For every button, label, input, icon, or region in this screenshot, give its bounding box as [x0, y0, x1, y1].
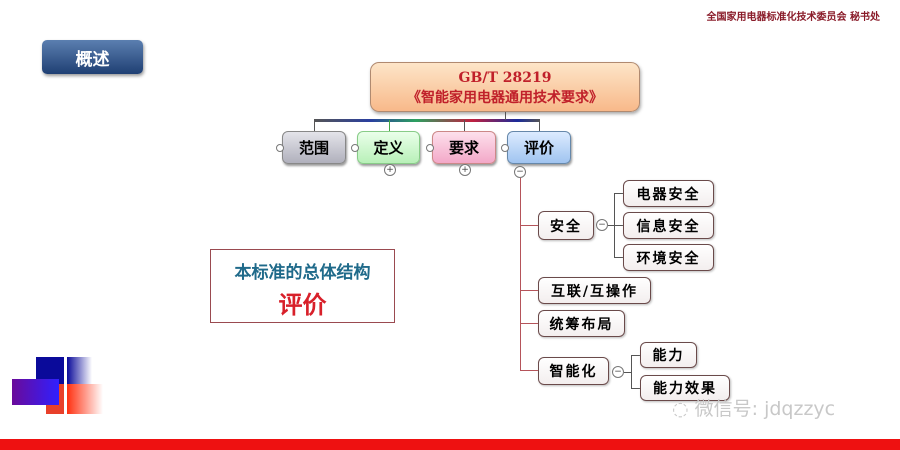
- branch-definition[interactable]: 定义: [357, 131, 420, 164]
- organization-header: 全国家用电器标准化技术委员会 秘书处: [706, 12, 880, 23]
- branch-evaluation[interactable]: 评价: [507, 131, 571, 164]
- connector-dot: [426, 144, 434, 152]
- connector-dot: [501, 144, 509, 152]
- expand-requirements-icon[interactable]: +: [459, 164, 471, 176]
- branch-requirements[interactable]: 要求: [432, 131, 496, 164]
- root-code: GB/T 28219: [458, 70, 552, 86]
- expand-definition-icon[interactable]: +: [384, 164, 396, 176]
- watermark-text: 微信号: jdqzzyc: [694, 398, 836, 420]
- caption-box: 本标准的总体结构 评价: [210, 249, 395, 323]
- collapse-intelligence-icon[interactable]: −: [612, 366, 624, 378]
- connector-bar: [314, 119, 540, 122]
- root-title: 《智能家用电器通用技术要求》: [407, 90, 603, 106]
- footer-bar: [0, 439, 900, 450]
- root-node[interactable]: GB/T 28219 《智能家用电器通用技术要求》: [370, 62, 640, 112]
- collapse-safety-icon[interactable]: −: [596, 219, 608, 231]
- node-interoperability[interactable]: 互联/互操作: [538, 277, 651, 304]
- branch-scope[interactable]: 范围: [282, 131, 346, 164]
- caption-title: 本标准的总体结构: [234, 263, 371, 283]
- section-overview-button[interactable]: 概述: [42, 40, 143, 74]
- connector-dot: [351, 144, 359, 152]
- watermark: ◌ 微信号: jdqzzyc: [672, 394, 835, 421]
- node-capability[interactable]: 能力: [640, 342, 697, 368]
- node-information-safety[interactable]: 信息安全: [623, 212, 714, 239]
- node-intelligence[interactable]: 智能化: [538, 357, 609, 385]
- node-safety[interactable]: 安全: [538, 211, 594, 240]
- caption-subtitle: 评价: [278, 290, 327, 319]
- connector-dot: [276, 144, 284, 152]
- node-environment-safety[interactable]: 环境安全: [623, 244, 714, 271]
- node-appliance-safety[interactable]: 电器安全: [623, 180, 714, 207]
- wechat-icon: ◌: [672, 398, 689, 420]
- node-capability-effect[interactable]: 能力效果: [640, 375, 730, 401]
- collapse-evaluation-icon[interactable]: −: [514, 166, 526, 178]
- node-overall-layout[interactable]: 统筹布局: [538, 310, 625, 337]
